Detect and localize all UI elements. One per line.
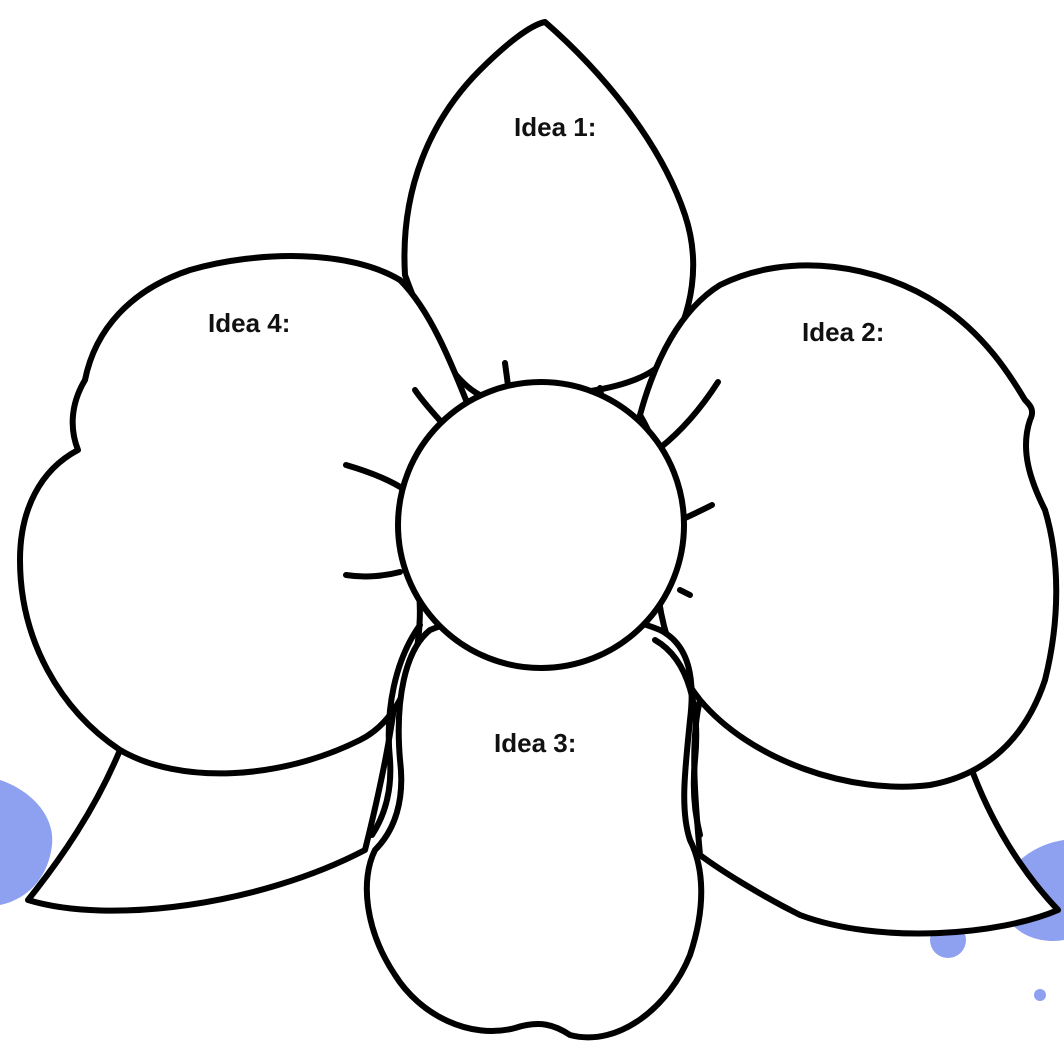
idea-3-label: Idea 3: <box>494 728 576 759</box>
idea-2-label: Idea 2: <box>802 317 884 348</box>
flower-center <box>398 382 684 668</box>
idea-1-label: Idea 1: <box>514 112 596 143</box>
petal-top <box>404 22 693 396</box>
blue-dot-2 <box>1034 989 1046 1001</box>
idea-4-label: Idea 4: <box>208 308 290 339</box>
petal-bottom <box>367 611 701 1037</box>
